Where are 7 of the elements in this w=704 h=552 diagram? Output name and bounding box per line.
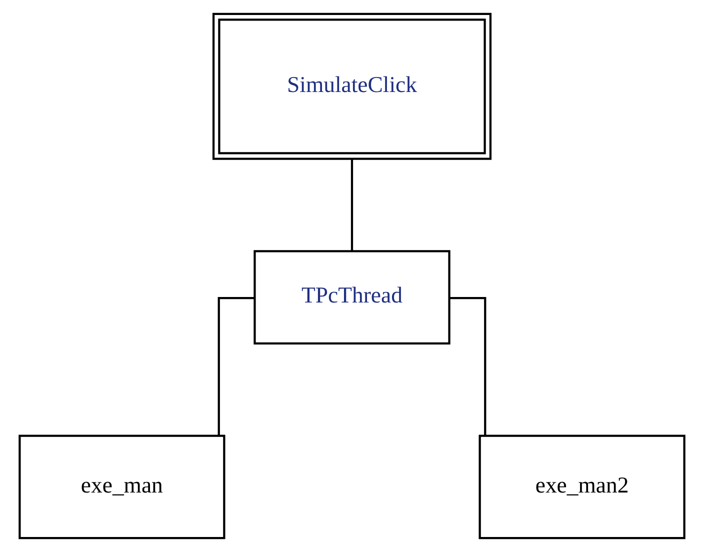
node-box: TPcThread <box>254 250 450 345</box>
connector <box>449 296 486 436</box>
node-box: exe_man2 <box>478 434 686 540</box>
connector <box>218 296 255 436</box>
connector <box>350 159 354 252</box>
node-box: SimulateClick <box>212 12 492 160</box>
node-box: exe_man <box>18 434 226 540</box>
